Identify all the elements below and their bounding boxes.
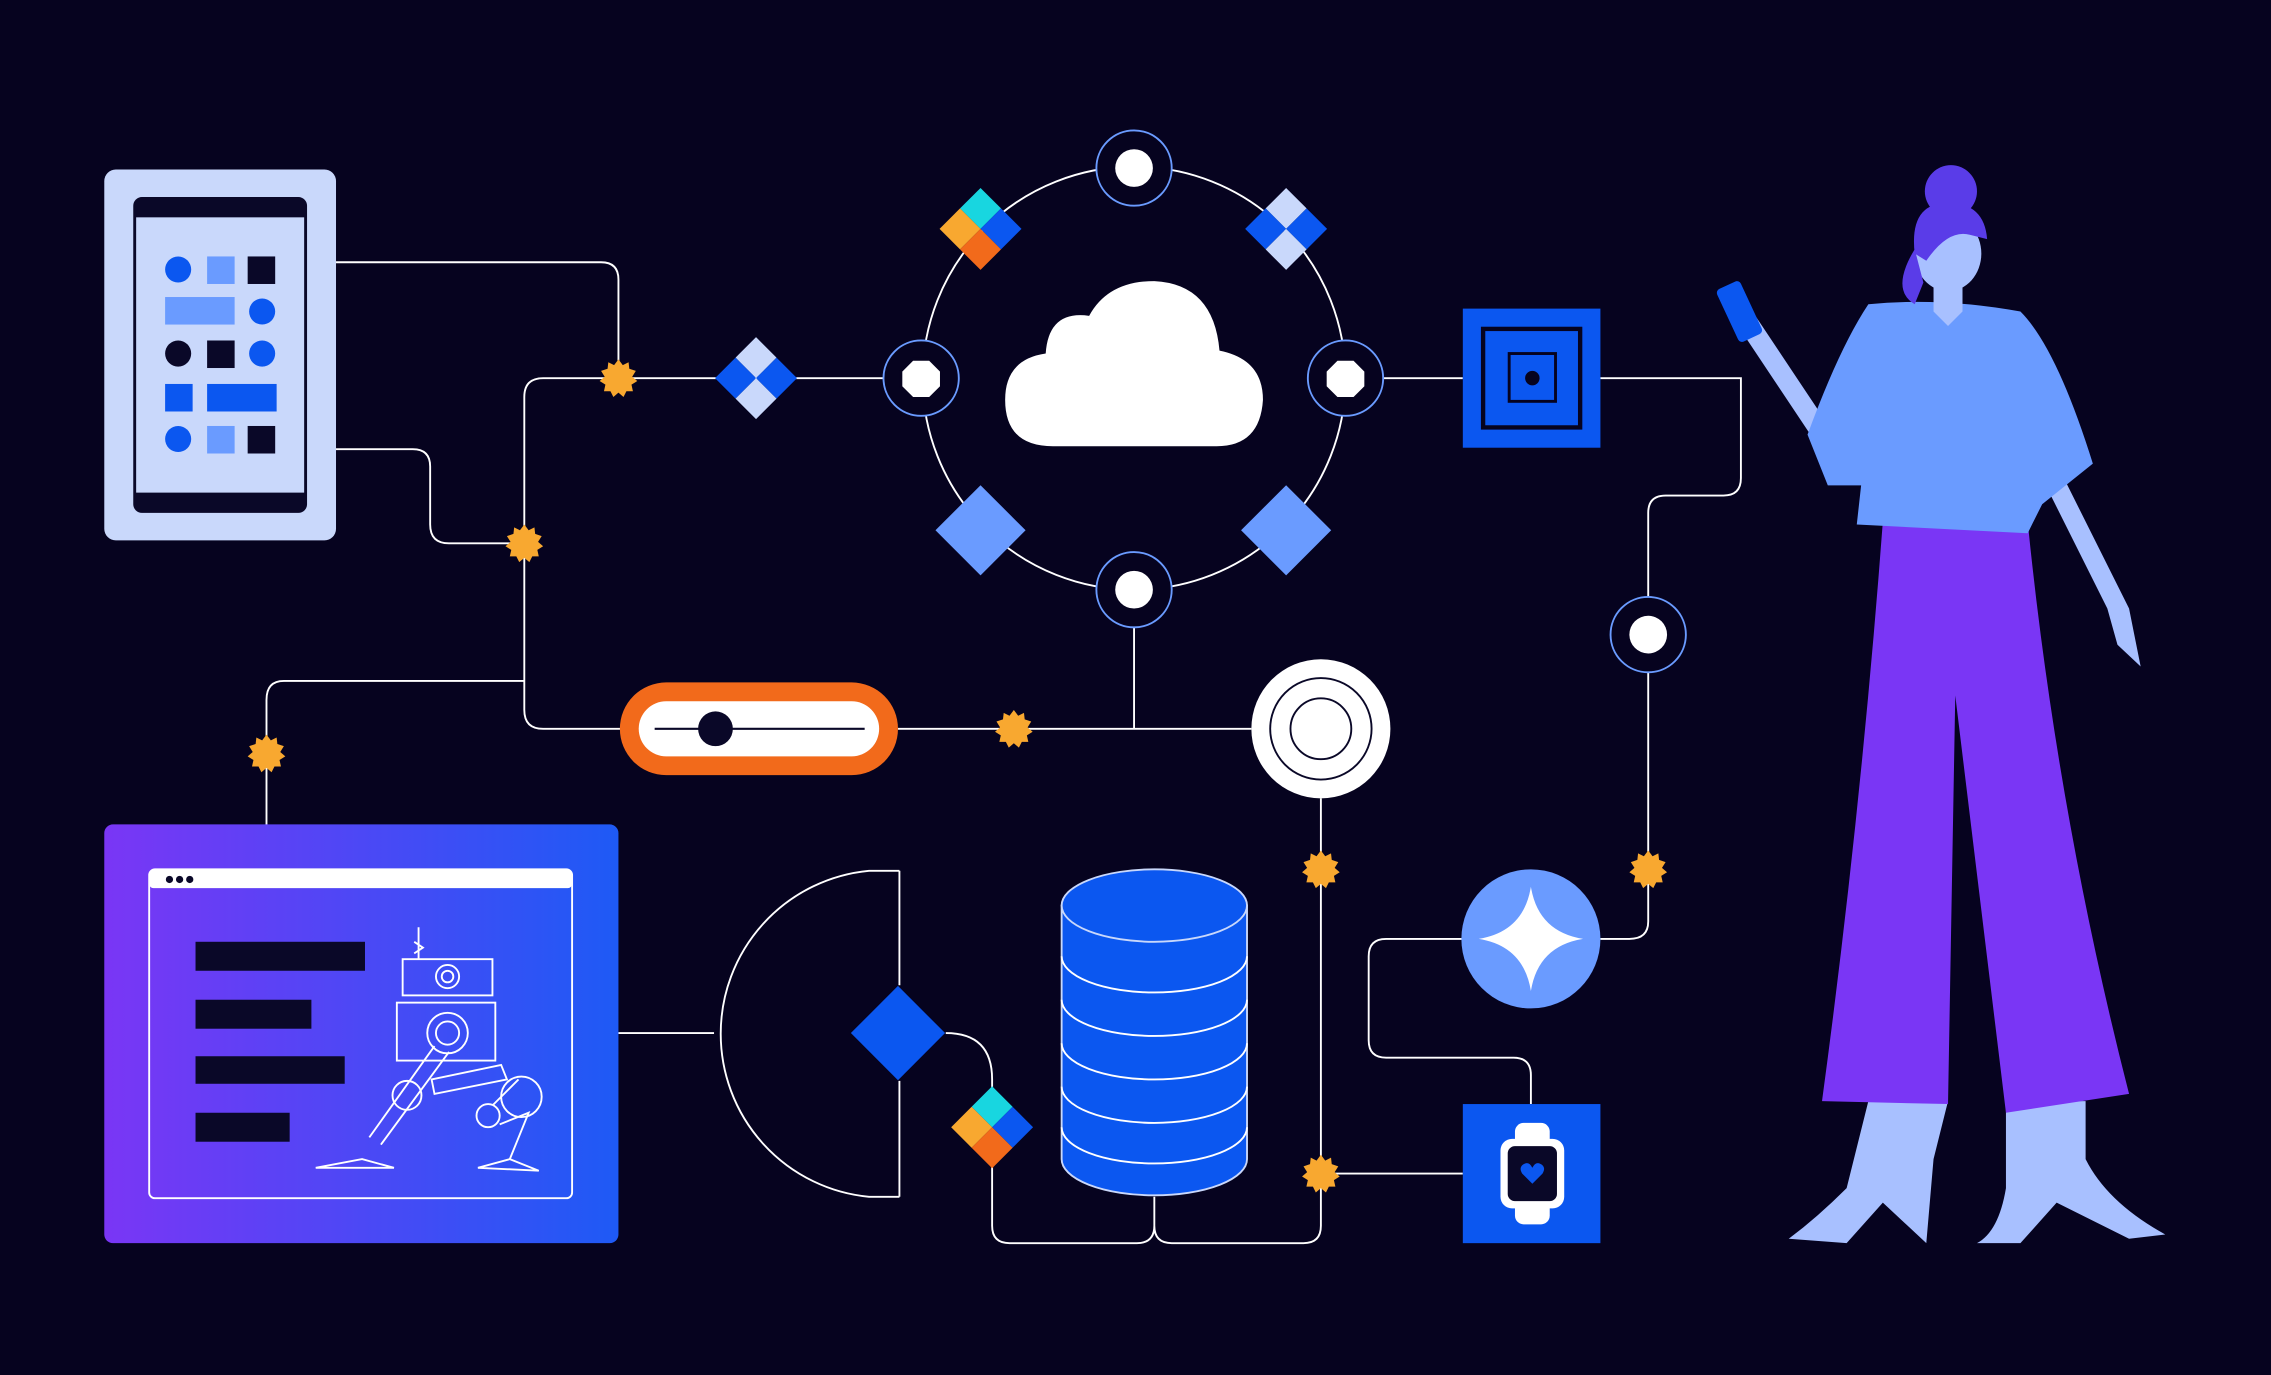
slider-toggle-icon	[619, 682, 898, 776]
sparkle-icon	[1461, 869, 1601, 1009]
database-icon	[1060, 868, 1248, 1197]
ring-nodes	[882, 129, 1687, 674]
browser-window-icon	[104, 824, 619, 1244]
diamond-shape	[1241, 485, 1332, 576]
robot-icon	[315, 927, 543, 1172]
quad-diamond-icons	[715, 187, 1328, 1169]
smartwatch-heart-icon	[1462, 1104, 1601, 1244]
tablet-icon	[104, 169, 337, 541]
chip-icon	[1462, 308, 1601, 448]
target-icon	[1251, 659, 1391, 799]
diamond-shape	[935, 485, 1026, 576]
phone-icon	[1716, 281, 1763, 342]
person-with-phone-figure	[1716, 165, 2166, 1244]
cloud-icon	[1005, 281, 1263, 447]
